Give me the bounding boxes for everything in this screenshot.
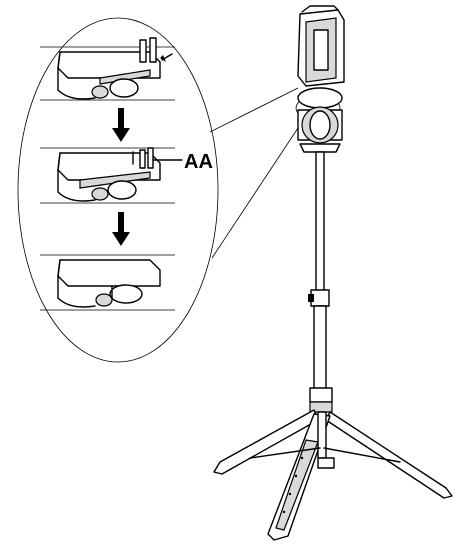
step-2-detail	[40, 147, 183, 204]
tripod-base	[213, 409, 453, 541]
step-1-detail	[40, 37, 175, 101]
step-3-detail	[40, 254, 175, 311]
callout-label: AA	[184, 151, 213, 173]
lamp-head	[297, 5, 345, 153]
down-arrow-icon	[112, 108, 130, 142]
down-arrow-icon	[112, 212, 130, 246]
telescoping-pole	[308, 151, 333, 413]
